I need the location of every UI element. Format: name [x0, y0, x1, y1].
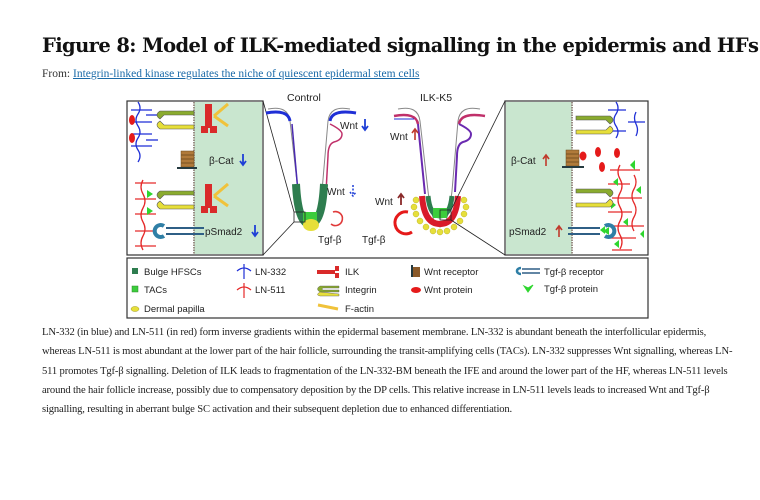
legend-label-wnt-protein: Wnt protein	[424, 285, 473, 296]
down-arrow-icon	[349, 185, 357, 198]
wnt-receptor	[177, 150, 197, 169]
wnt-protein	[614, 148, 620, 158]
up-arrow-icon	[542, 153, 550, 166]
mutant-hair-follicle: ILK-K5 Wnt Wnt Tgf-β	[362, 92, 486, 246]
dermal-papilla	[303, 219, 319, 231]
integrin-icon	[317, 285, 340, 297]
mutant-wnt-lower-label: Wnt	[375, 197, 393, 208]
tgf-loop-icon	[330, 210, 344, 227]
up-arrow-icon	[555, 224, 563, 237]
mutant-psmad2-label: pSmad2	[509, 227, 547, 238]
wnt-protein	[129, 133, 135, 143]
mutant-tgf-label: Tgf-β	[362, 235, 386, 246]
legend-label-tacs: TACs	[144, 285, 167, 296]
tgf-protein-icon	[522, 284, 534, 293]
tac-square-icon	[131, 285, 139, 293]
tgf-receptor-icon	[515, 266, 540, 276]
legend-label-ln-332: LN-332	[255, 267, 286, 278]
tgf-protein	[147, 207, 153, 215]
mutant-label: ILK-K5	[420, 92, 452, 104]
ln-332-network	[131, 101, 158, 163]
f-actin-icon	[317, 303, 339, 311]
figure-title: Figure 8: Model of ILK-mediated signalli…	[42, 34, 760, 57]
down-arrow-icon	[361, 119, 369, 132]
ln-511-network	[608, 164, 644, 251]
integrin	[156, 110, 195, 130]
down-arrow-icon	[239, 154, 247, 167]
source-article-link[interactable]: Integrin-linked kinase regulates the nic…	[73, 68, 420, 80]
legend-label-bulge-hfscs: Bulge HFSCs	[144, 267, 202, 278]
legend-label-f-actin: F-actin	[345, 304, 374, 315]
control-beta-cat-label: β-Cat	[209, 156, 234, 167]
legend-label-tgf-protein: Tgf-β protein	[544, 284, 598, 295]
wnt-protein	[129, 115, 135, 125]
tgf-loop-icon	[393, 210, 413, 236]
wnt-protein	[595, 147, 601, 157]
mutant-inset: β-Cat pSmad2	[504, 100, 649, 256]
legend-label-dermal-papilla: Dermal papilla	[144, 304, 205, 315]
control-wnt-upper-label: Wnt	[340, 121, 358, 132]
control-wnt-lower-label: Wnt	[327, 187, 345, 198]
legend-label-ilk: ILK	[345, 267, 360, 278]
wnt-protein	[599, 162, 605, 172]
control-psmad2-label: pSmad2	[205, 227, 243, 238]
tgf-protein-cluster	[600, 160, 644, 248]
ln-511-network	[135, 179, 156, 251]
ilk	[201, 104, 217, 133]
legend: Bulge HFSCs TACs Dermal papilla LN-332 L…	[126, 257, 649, 319]
from-label: From:	[42, 68, 71, 80]
tgf-receptor	[152, 223, 204, 239]
down-arrow-icon	[251, 225, 259, 238]
dermal-papilla-icon	[130, 306, 140, 312]
ln-332-network	[608, 101, 645, 139]
f-actin	[213, 102, 229, 128]
control-tgf-label: Tgf-β	[318, 235, 342, 246]
tacs	[303, 212, 317, 222]
dermal-papilla	[410, 196, 470, 236]
bulge-hfsc-square-icon	[132, 268, 138, 274]
wnt-receptor-icon	[411, 265, 420, 277]
control-hair-follicle: Control Wnt Wnt Tgf-β	[265, 92, 369, 246]
mutant-wnt-upper-label: Wnt	[390, 132, 408, 143]
integrin	[575, 115, 614, 135]
mutant-beta-cat-label: β-Cat	[511, 156, 536, 167]
figure-diagram: β-Cat pSmad2 Control	[126, 92, 649, 319]
tgf-receptor	[568, 223, 617, 239]
figure-caption: LN-332 (in blue) and LN-511 (in red) for…	[42, 327, 733, 416]
f-actin	[213, 182, 229, 208]
ilk	[201, 184, 217, 213]
legend-label-wnt-receptor: Wnt receptor	[424, 267, 478, 278]
legend-label-ln-511: LN-511	[255, 285, 285, 296]
integrin	[575, 188, 614, 208]
tgf-protein	[147, 190, 153, 198]
ln-332-icon	[236, 264, 252, 279]
ilk-icon	[317, 266, 339, 278]
figure-source: From: Integrin-linked kinase regulates t…	[42, 68, 419, 80]
control-label: Control	[287, 92, 321, 104]
ln-511-icon	[236, 283, 252, 298]
control-inset: β-Cat pSmad2	[126, 100, 264, 256]
integrin	[156, 190, 195, 210]
legend-label-tgf-receptor: Tgf-β receptor	[544, 267, 604, 278]
wnt-protein	[579, 151, 587, 161]
up-arrow-icon	[411, 127, 419, 140]
legend-label-integrin: Integrin	[345, 285, 377, 296]
up-arrow-icon	[397, 192, 405, 205]
wnt-receptor	[562, 149, 584, 168]
wnt-protein-icon	[411, 287, 421, 293]
